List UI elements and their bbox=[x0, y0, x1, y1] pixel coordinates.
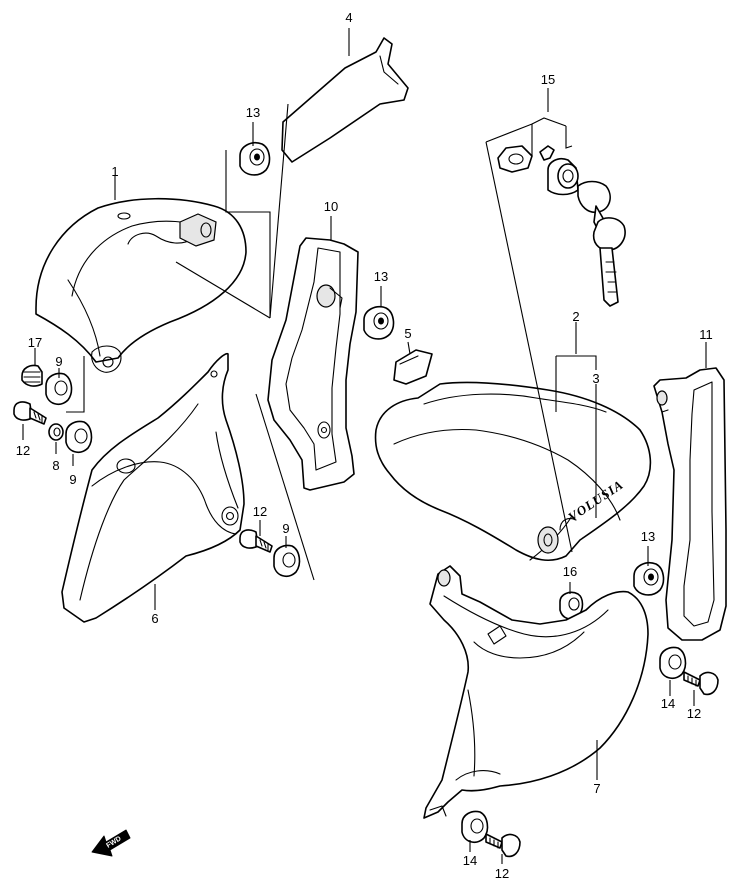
part-2-3-tank-cover: VOLUSIA bbox=[374, 381, 652, 562]
assembly-lines bbox=[66, 103, 597, 581]
part-8-washer bbox=[48, 423, 64, 441]
callout-5: 5 bbox=[404, 326, 411, 341]
part-10-left-inner-bracket bbox=[267, 237, 359, 491]
part-6-left-side-cover bbox=[61, 352, 245, 623]
part-7-right-side-cover bbox=[423, 565, 649, 819]
callout-12-middle: 12 bbox=[253, 504, 267, 519]
part-12-bolt-middle bbox=[239, 529, 273, 553]
callout-7: 7 bbox=[593, 781, 600, 796]
callout-11: 11 bbox=[699, 327, 713, 342]
part-4-bracket-plate bbox=[281, 37, 409, 163]
callout-14-upper: 14 bbox=[661, 696, 675, 711]
part-17-plug bbox=[21, 364, 43, 387]
callout-15: 15 bbox=[541, 72, 555, 87]
callout-1: 1 bbox=[111, 164, 118, 179]
part-9-grommet-c bbox=[273, 544, 301, 578]
part-5-pad bbox=[393, 349, 433, 385]
callout-17: 17 bbox=[28, 335, 42, 350]
callout-12-right-upper: 12 bbox=[687, 706, 701, 721]
part-12-bolt-right-upper bbox=[683, 671, 719, 696]
part-13-grommet-right bbox=[633, 561, 665, 596]
callout-8: 8 bbox=[52, 458, 59, 473]
callout-16: 16 bbox=[563, 564, 577, 579]
part-14-grommet-lower bbox=[461, 810, 489, 844]
part-16-grommet bbox=[559, 591, 584, 620]
callout-12-left: 12 bbox=[16, 443, 30, 458]
part-11-right-inner-bracket bbox=[653, 367, 727, 641]
part-14-grommet-upper bbox=[659, 646, 687, 680]
callout-labels: 4 13 1 10 13 5 15 2 3 11 17 9 12 8 9 6 1… bbox=[16, 10, 713, 881]
callout-4: 4 bbox=[345, 10, 352, 25]
part-13-grommet-upper bbox=[239, 141, 271, 176]
leader-lines bbox=[22, 28, 707, 864]
part-12-bolt-right-lower bbox=[485, 833, 521, 858]
part-9-grommet-a bbox=[45, 372, 73, 406]
callout-2: 2 bbox=[572, 309, 579, 324]
callout-12-right-lower: 12 bbox=[495, 866, 509, 881]
part-1-left-upper-cover bbox=[35, 197, 247, 373]
part-9-grommet-b bbox=[65, 420, 93, 454]
callout-9-c: 9 bbox=[282, 521, 289, 536]
callout-13-right: 13 bbox=[641, 529, 655, 544]
callout-6: 6 bbox=[151, 611, 158, 626]
part-15-lock-set bbox=[497, 145, 626, 307]
callout-13-middle: 13 bbox=[374, 269, 388, 284]
callout-10: 10 bbox=[324, 199, 338, 214]
callout-9-b: 9 bbox=[69, 472, 76, 487]
part-12-bolt-left bbox=[13, 401, 47, 425]
callout-14-lower: 14 bbox=[463, 853, 477, 868]
fwd-arrow: FWD bbox=[91, 829, 131, 857]
callout-9-a: 9 bbox=[55, 354, 62, 369]
part-13-grommet-middle bbox=[363, 305, 395, 340]
callout-13-upper: 13 bbox=[246, 105, 260, 120]
callout-3: 3 bbox=[592, 371, 599, 386]
